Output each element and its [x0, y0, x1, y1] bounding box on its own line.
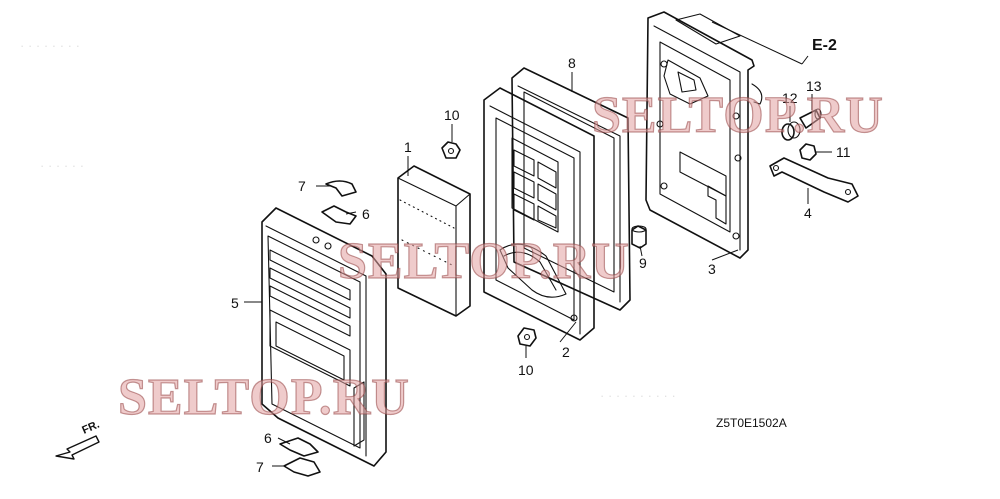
part-gasket[interactable]: [511, 67, 631, 311]
watermarks: SELTOP.RU SELTOP.RU SELTOP.RU: [117, 86, 884, 426]
front-label: FR.: [80, 419, 101, 437]
callout-8: 8: [568, 55, 576, 71]
front-arrow-icon: [55, 435, 100, 460]
callout-7-bottom: 7: [256, 459, 264, 475]
callout-7-top: 7: [298, 178, 306, 194]
leader-lines: [244, 21, 832, 467]
reference-e2: E-2: [812, 37, 837, 54]
part-nut-upper[interactable]: [441, 141, 461, 159]
background-texture: · · · · · · · · · · · · · · · · · · · · …: [20, 38, 676, 403]
callout-13: 13: [806, 78, 822, 94]
part-collar-small[interactable]: [799, 108, 822, 129]
part-grommet[interactable]: [781, 121, 801, 141]
part-clip-bottom[interactable]: [279, 437, 319, 457]
faint-text-3: · · · · · · · · · ·: [600, 388, 676, 403]
callout-6-top: 6: [362, 206, 370, 222]
callout-2: 2: [562, 344, 570, 360]
callout-6-bottom: 6: [264, 430, 272, 446]
callout-11: 11: [836, 144, 851, 160]
callout-9: 9: [639, 255, 647, 271]
part-nut-lower[interactable]: [517, 327, 537, 347]
callout-labels: 1 2 3 4 5 6 6 7 7 8 9 10 10 11 12 13: [231, 55, 851, 475]
watermark-top: SELTOP.RU: [592, 87, 884, 144]
reference-label: E-2: [812, 37, 837, 54]
part-collar[interactable]: [631, 225, 647, 249]
part-back-plate[interactable]: [645, 11, 763, 259]
watermark-middle: SELTOP.RU: [338, 233, 630, 290]
part-nut-small[interactable]: [799, 143, 817, 161]
callout-5: 5: [231, 295, 239, 311]
part-clip-spring-bottom[interactable]: [283, 457, 321, 477]
part-air-cleaner-cover[interactable]: [261, 207, 387, 467]
watermark-bottom: SELTOP.RU: [118, 369, 410, 426]
part-filter-element[interactable]: [397, 165, 471, 317]
part-bracket[interactable]: [769, 157, 859, 203]
faint-text-2: · · · · · ·: [40, 158, 84, 173]
faint-text-1: · · · · · · · ·: [20, 38, 80, 53]
callout-10-top: 10: [444, 107, 460, 123]
part-filter-case[interactable]: [483, 87, 595, 341]
callout-12: 12: [782, 90, 798, 106]
callout-10-bottom: 10: [518, 362, 534, 378]
callout-4: 4: [804, 205, 812, 221]
part-clip-spring-top[interactable]: [321, 205, 357, 225]
callout-3: 3: [708, 261, 716, 277]
callout-1: 1: [404, 139, 412, 155]
front-direction-indicator: FR.: [55, 419, 101, 460]
part-clip-top[interactable]: [325, 180, 357, 197]
diagram-code: Z5T0E1502A: [716, 416, 787, 430]
